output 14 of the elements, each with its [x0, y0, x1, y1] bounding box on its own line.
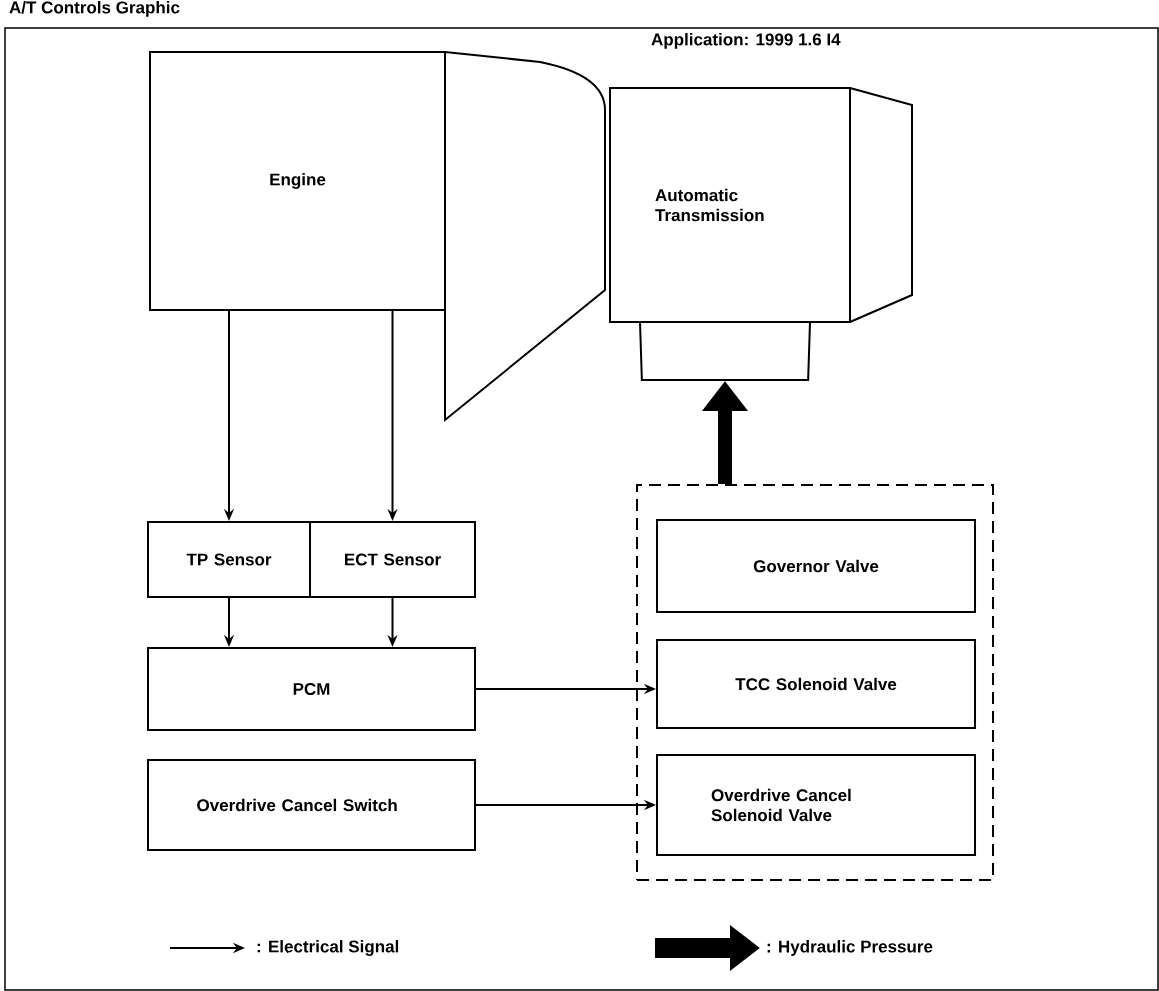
valve-box: Governor Valve — [656, 519, 976, 613]
module-box: PCM — [147, 647, 476, 731]
application-label: Application: 1999 1.6 I4 — [651, 33, 841, 49]
legend-text: : Hydraulic Pressure — [767, 940, 933, 956]
sensor-box: ECT Sensor — [309, 521, 476, 598]
title: A/T Controls Graphic — [9, 1, 180, 17]
switch-box: Overdrive Cancel Switch — [147, 759, 476, 851]
engine-box: Engine — [149, 51, 446, 311]
transmission-box: Automatic Transmission — [609, 87, 851, 323]
sensor-box: TP Sensor — [147, 521, 311, 598]
valve-box: TCC Solenoid Valve — [656, 639, 976, 729]
valve-box: Overdrive Cancel Solenoid Valve — [656, 754, 976, 856]
legend-text: : Electrical Signal — [257, 940, 399, 956]
dashed-group-box — [636, 484, 994, 881]
